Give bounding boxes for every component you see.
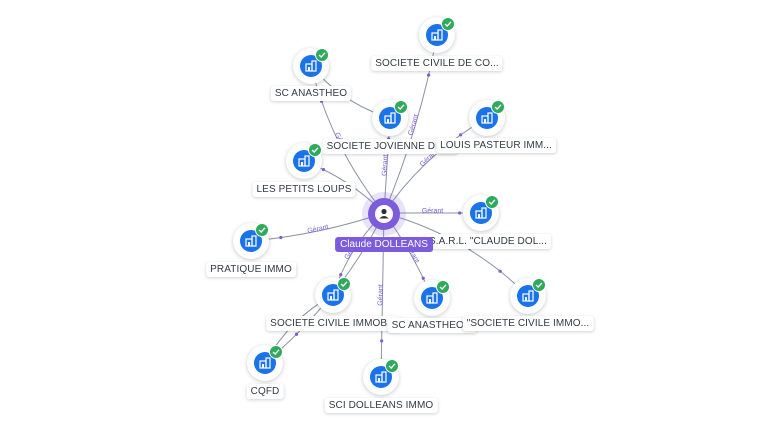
edge-arrow-cqfd [294, 332, 299, 336]
company-label-societe-civile-immo-quoted[interactable]: "SOCIETE CIVILE IMMO... [462, 316, 594, 331]
company-node-societe-civile-immob[interactable] [315, 277, 351, 313]
company-node-pratique-immo[interactable] [233, 223, 269, 259]
check-badge-icon [485, 195, 499, 209]
check-badge-icon [436, 280, 450, 294]
company-node-louis-pasteur[interactable] [469, 100, 505, 136]
edge-societe-civile-immo-quoted [383, 212, 529, 297]
company-label-pratique-immo[interactable]: PRATIQUE IMMO [206, 262, 296, 277]
company-label-cqfd[interactable]: CQFD [246, 384, 284, 399]
building-icon [293, 150, 315, 172]
check-badge-icon [315, 48, 329, 62]
edge-label-sarl-claude-dol: Gérant [422, 208, 443, 215]
company-label-sci-dolleans-immo[interactable]: SCI DOLLEANS IMMO [324, 398, 438, 413]
company-node-cqfd[interactable] [247, 345, 283, 381]
edge-arrow-louis-pasteur [459, 133, 463, 137]
building-icon [379, 107, 401, 129]
company-node-sc-anastheo[interactable] [293, 48, 329, 84]
center-person-node[interactable] [362, 192, 406, 236]
building-icon [517, 285, 539, 307]
edge-arrow-sc-anastheo-2 [421, 276, 425, 280]
edge-arrow-societe-civile-de-co [427, 73, 431, 77]
building-icon [254, 352, 276, 374]
company-label-societe-jovienne[interactable]: SOCIETE JOVIENNE DE ... [322, 139, 458, 154]
company-node-sarl-claude-dol[interactable] [463, 195, 499, 231]
edge-arrow-pratique-immo [279, 235, 283, 240]
building-icon [476, 107, 498, 129]
edge-arrow-societe-civile-immo-quoted [498, 269, 502, 273]
person-icon [368, 198, 400, 230]
building-icon [421, 287, 443, 309]
company-node-societe-jovienne[interactable] [372, 100, 408, 136]
company-label-societe-civile-de-co[interactable]: SOCIETE CIVILE DE CO... [371, 56, 503, 71]
company-label-louis-pasteur[interactable]: LOUIS PASTEUR IMM... [436, 138, 556, 153]
edge-arrow-sci-dolleans-immo [380, 339, 384, 343]
check-badge-icon [269, 345, 283, 359]
building-icon [240, 230, 262, 252]
building-icon [300, 55, 322, 77]
company-node-les-petits-loups[interactable] [286, 143, 322, 179]
company-node-sc-anastheo-2[interactable] [414, 280, 450, 316]
edge-label-societe-jovienne: Gérant [381, 154, 389, 176]
company-node-societe-civile-de-co[interactable] [419, 17, 455, 53]
company-node-societe-civile-immo-quoted[interactable] [510, 278, 546, 314]
company-label-societe-civile-immob[interactable]: SOCIETE CIVILE IMMOB... [266, 316, 400, 331]
building-icon [470, 202, 492, 224]
building-icon [370, 366, 392, 388]
check-badge-icon [385, 359, 399, 373]
check-badge-icon [532, 278, 546, 292]
check-badge-icon [394, 100, 408, 114]
check-badge-icon [255, 223, 269, 237]
building-icon [426, 24, 448, 46]
company-label-sc-anastheo[interactable]: SC ANASTHEO [270, 86, 352, 101]
company-node-sci-dolleans-immo[interactable] [363, 359, 399, 395]
edge-label-sci-dolleans-immo: Gérant [377, 284, 384, 306]
building-icon [322, 284, 344, 306]
edge-label-pratique-immo: Gérant [307, 224, 329, 235]
company-label-sarl-claude-dol[interactable]: S.A.R.L. "CLAUDE DOL... [424, 234, 552, 249]
edge-label-societe-civile-de-co: Gérant [407, 114, 420, 137]
edge-sci-dolleans-immo [380, 212, 385, 378]
edge-arrow-les-petits-loups [321, 167, 326, 172]
check-badge-icon [491, 100, 505, 114]
check-badge-icon [441, 17, 455, 31]
edge-arrow-societe-civile-immob [339, 273, 343, 277]
check-badge-icon [337, 277, 351, 291]
company-label-sc-anastheo-2[interactable]: SC ANASTHEO 2 [387, 318, 477, 333]
center-person-label[interactable]: Claude DOLLEANS [335, 237, 433, 252]
edge-arrow-sarl-claude-dol [458, 211, 462, 215]
check-badge-icon [308, 143, 322, 157]
company-label-les-petits-loups[interactable]: LES PETITS LOUPS [252, 182, 356, 197]
